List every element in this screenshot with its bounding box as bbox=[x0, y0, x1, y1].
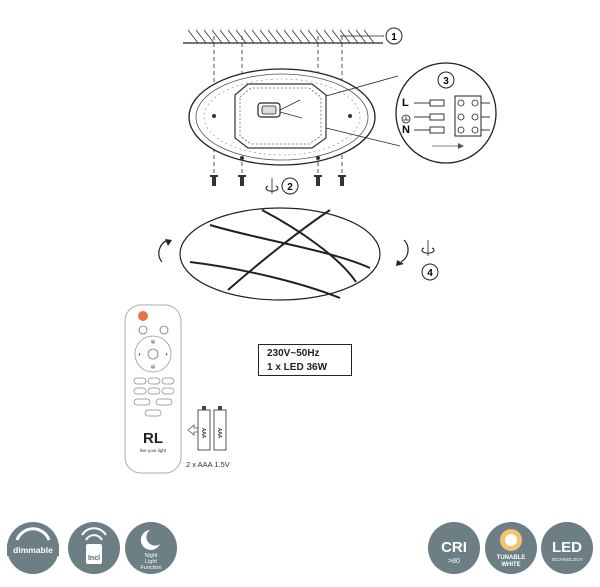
badge-cri-value: >80 bbox=[448, 558, 460, 565]
remote-tagline: live your light bbox=[140, 448, 167, 453]
svg-text:◑: ◑ bbox=[164, 352, 168, 358]
remote-control: ✲ ✲ ◐ ◑ RL live your light bbox=[124, 304, 182, 474]
badge-night-line3: Function bbox=[140, 565, 161, 571]
spec-box: 230V~50Hz 1 x LED 36W bbox=[258, 344, 352, 376]
badge-led: LED TECHNOLOGY bbox=[541, 522, 593, 574]
wire-live-label: L bbox=[402, 97, 409, 109]
battery-2-label: AAA bbox=[216, 428, 222, 439]
rotate-right-icon bbox=[400, 239, 409, 263]
svg-text:✲: ✲ bbox=[150, 364, 155, 371]
badge-night-line1: Night bbox=[145, 553, 158, 559]
badge-cri: CRI >80 bbox=[428, 522, 480, 574]
step-2-number: 2 bbox=[287, 182, 293, 193]
base-plate bbox=[188, 68, 376, 166]
step-1-callout: 1 bbox=[340, 27, 403, 45]
wiring-detail: 3 L N bbox=[325, 62, 497, 164]
svg-text:✲: ✲ bbox=[150, 339, 155, 346]
rotate-left-icon bbox=[158, 239, 169, 263]
badge-led-label: LED bbox=[552, 539, 582, 556]
svg-text:◐: ◐ bbox=[138, 352, 142, 358]
step-2-callout: 2 bbox=[265, 177, 299, 195]
badge-night-line2: Light bbox=[145, 559, 157, 565]
screws bbox=[210, 175, 346, 186]
ground-icon bbox=[401, 114, 411, 124]
badge-dimmable: dimmable bbox=[7, 522, 59, 574]
step-1-number: 1 bbox=[391, 32, 397, 43]
batteries: AAA AAA bbox=[187, 406, 227, 451]
badge-tunable-line2: WHITE bbox=[501, 562, 520, 568]
battery-1-label: AAA bbox=[200, 428, 206, 439]
step-3-number: 3 bbox=[443, 76, 449, 87]
spec-voltage: 230V~50Hz bbox=[267, 348, 320, 359]
ceiling bbox=[183, 29, 384, 44]
lamp-shade: 4 bbox=[158, 207, 439, 301]
badge-led-sub: TECHNOLOGY bbox=[551, 557, 583, 562]
badge-dimmable-label: dimmable bbox=[13, 545, 53, 555]
badge-remote: Incl bbox=[68, 522, 120, 574]
badge-cri-label: CRI bbox=[441, 539, 467, 556]
remote-logo: RL bbox=[143, 430, 163, 447]
badge-tunable-line1: TUNABLE bbox=[497, 555, 526, 561]
moon-icon bbox=[140, 530, 160, 550]
badge-tunable-white: TUNABLE WHITE bbox=[485, 522, 537, 574]
badge-night-light: Night Light Function bbox=[125, 522, 177, 574]
step-4-number: 4 bbox=[427, 268, 433, 279]
power-button-icon bbox=[138, 311, 148, 321]
wire-neutral-label: N bbox=[402, 124, 410, 136]
spec-led: 1 x LED 36W bbox=[267, 362, 328, 373]
battery-note: 2 x AAA 1.5V bbox=[186, 460, 230, 469]
badge-remote-label: Incl bbox=[88, 555, 100, 562]
